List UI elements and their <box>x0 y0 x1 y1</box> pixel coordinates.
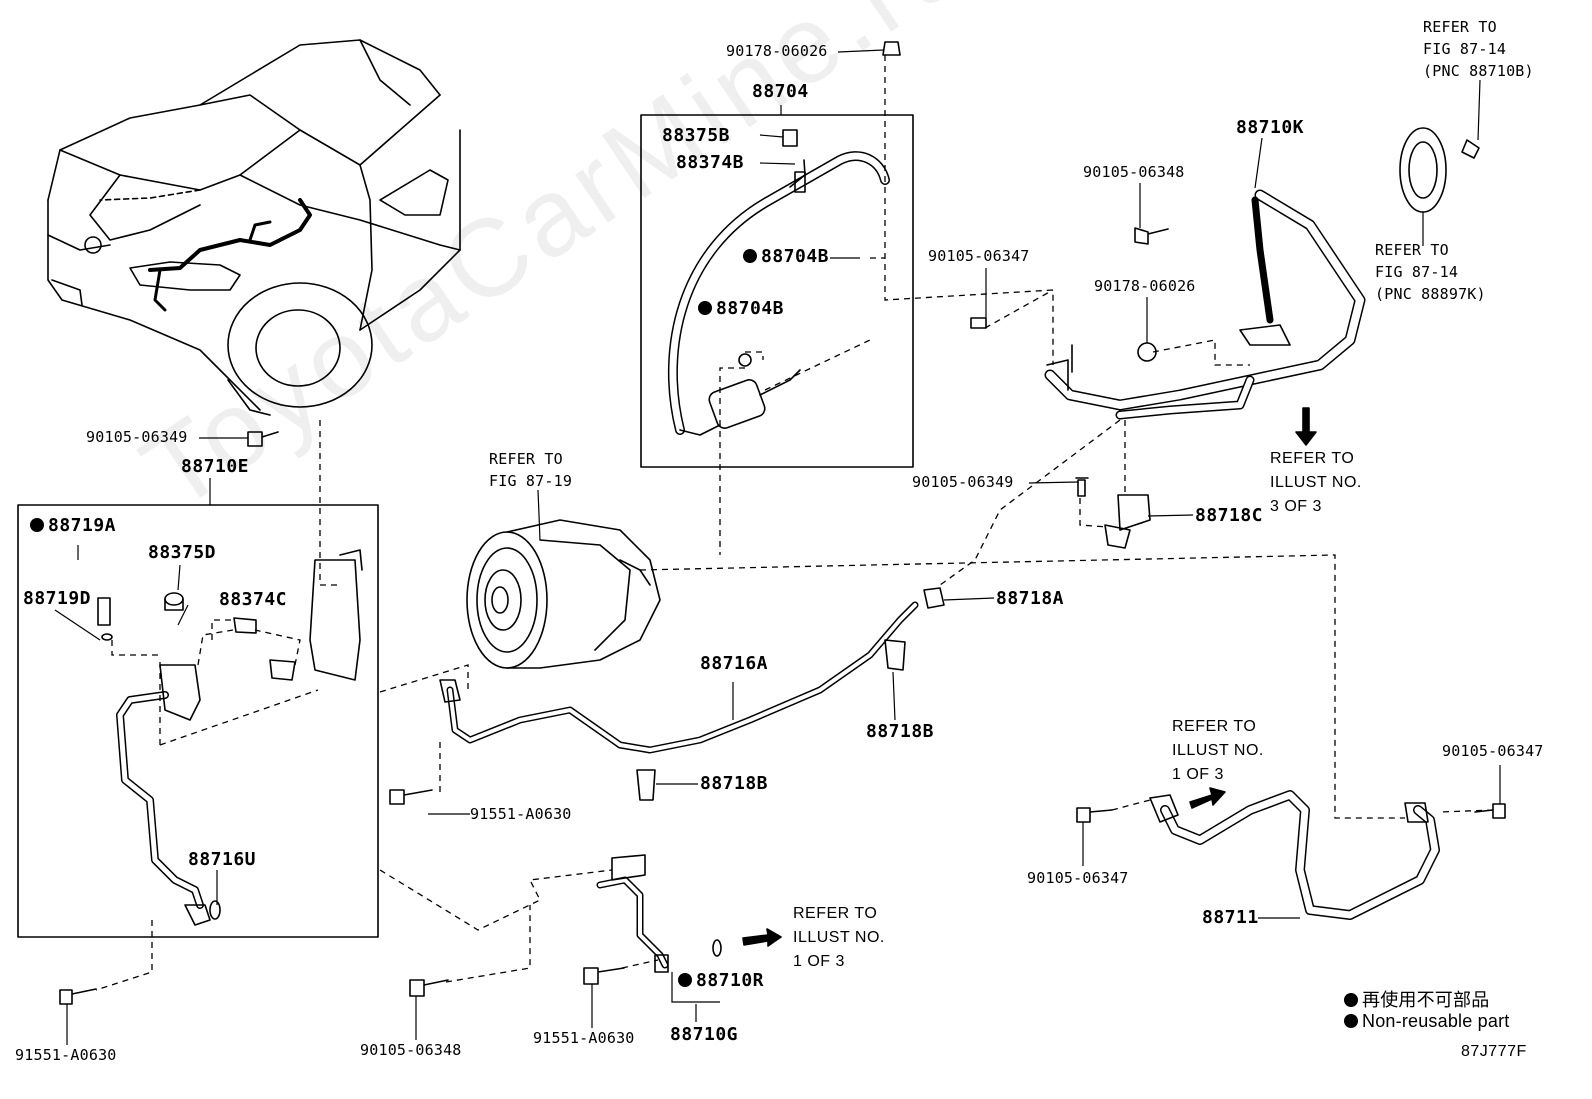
nonreusable-dot-icon <box>678 973 692 987</box>
reference-line: (PNC 88897K) <box>1375 285 1486 303</box>
nonreusable-dot-icon <box>1344 1014 1358 1028</box>
part-label: 88718B <box>700 773 769 794</box>
pipe-88710G <box>596 854 722 973</box>
part-label: 88710K <box>1236 117 1305 138</box>
part-label: 88704 <box>752 81 809 102</box>
reference-line: 3 OF 3 <box>1270 498 1322 515</box>
reference-note: REFER TO ILLUST NO. 3 OF 3 <box>1270 447 1362 519</box>
reference-line: FIG 87-14 <box>1423 40 1507 58</box>
hose-88704 <box>667 151 890 436</box>
reference-line: REFER TO <box>1423 18 1497 36</box>
hose-88711 <box>1149 790 1440 920</box>
part-label: 88719D <box>23 588 92 609</box>
reference-line: FIG 87-19 <box>489 472 573 490</box>
part-label: 91551-A0630 <box>533 1029 635 1047</box>
reference-line: REFER TO <box>489 450 563 468</box>
part-label-nonreusable: 88704B <box>743 246 829 267</box>
part-label: 88718C <box>1195 505 1264 526</box>
part-label: 88716U <box>188 849 257 870</box>
part-label: 88375B <box>662 125 731 146</box>
part-label: 88711 <box>1202 907 1259 928</box>
part-label: 88718B <box>866 721 935 742</box>
part-label: 91551-A0630 <box>15 1046 117 1064</box>
part-label: 90105-06347 <box>1442 742 1544 760</box>
legend-item-jp: 再使用不可部品 <box>1344 986 1489 1012</box>
reference-note: REFER TO FIG 87-14 (PNC 88710B) <box>1423 16 1534 82</box>
part-label: 88710G <box>670 1024 739 1045</box>
nonreusable-dot-icon <box>1344 993 1358 1007</box>
part-number: 88704B <box>761 246 830 267</box>
figure-code: 87J777F <box>1461 1043 1527 1060</box>
direction-arrows <box>742 407 1317 947</box>
grommet-ring <box>1399 127 1480 213</box>
compressor <box>466 519 661 669</box>
vehicle-illustration <box>47 39 461 416</box>
part-label: 90105-06347 <box>928 247 1030 265</box>
part-label: 90105-06349 <box>86 428 188 446</box>
reference-note: REFER TO ILLUST NO. 1 OF 3 <box>793 902 885 974</box>
part-number: 88704B <box>716 298 785 319</box>
reference-line: ILLUST NO. <box>793 929 885 946</box>
part-label-nonreusable: 88704B <box>698 298 784 319</box>
reference-line: REFER TO <box>793 905 878 922</box>
reference-line: (PNC 88710B) <box>1423 62 1534 80</box>
pipe-88716U <box>97 549 363 926</box>
part-number: 88719A <box>48 515 117 536</box>
pipe-88710K <box>1044 189 1366 420</box>
reference-note: REFER TO ILLUST NO. 1 OF 3 <box>1172 715 1264 787</box>
reference-line: ILLUST NO. <box>1172 742 1264 759</box>
part-label: 88374C <box>219 589 288 610</box>
part-label: 88716A <box>700 653 769 674</box>
part-label: 90105-06348 <box>360 1041 462 1059</box>
part-label: 88374B <box>676 152 745 173</box>
reference-line: REFER TO <box>1270 450 1355 467</box>
part-label: 88718A <box>996 588 1065 609</box>
reference-line: ILLUST NO. <box>1270 474 1362 491</box>
nonreusable-dot-icon <box>698 301 712 315</box>
reference-line: REFER TO <box>1172 718 1257 735</box>
legend-item-en: Non-reusable part <box>1344 1011 1509 1032</box>
part-label: 90178-06026 <box>1094 277 1196 295</box>
part-label-nonreusable: 88710R <box>678 970 764 991</box>
part-label: 90105-06349 <box>912 473 1014 491</box>
part-label: 90178-06026 <box>726 42 828 60</box>
nonreusable-dot-icon <box>743 249 757 263</box>
reference-line: 1 OF 3 <box>793 953 845 970</box>
part-label: 88375D <box>148 542 217 563</box>
part-label: 91551-A0630 <box>470 805 572 823</box>
part-label-nonreusable: 88719A <box>30 515 116 536</box>
reference-line: 1 OF 3 <box>1172 766 1224 783</box>
legend-text: 再使用不可部品 <box>1362 990 1490 1010</box>
reference-line: REFER TO <box>1375 241 1449 259</box>
part-number: 88710R <box>696 970 765 991</box>
bolts <box>59 41 1506 1005</box>
hose-88716A <box>439 601 919 754</box>
part-label: 90105-06347 <box>1027 869 1129 887</box>
reference-line: FIG 87-14 <box>1375 263 1459 281</box>
reference-note: REFER TO FIG 87-19 <box>489 448 572 492</box>
part-label: 88710E <box>181 456 250 477</box>
small-parts <box>636 129 1157 801</box>
legend-text: Non-reusable part <box>1362 1011 1510 1031</box>
nonreusable-dot-icon <box>30 518 44 532</box>
reference-note: REFER TO FIG 87-14 (PNC 88897K) <box>1375 239 1486 305</box>
part-label: 90105-06348 <box>1083 163 1185 181</box>
